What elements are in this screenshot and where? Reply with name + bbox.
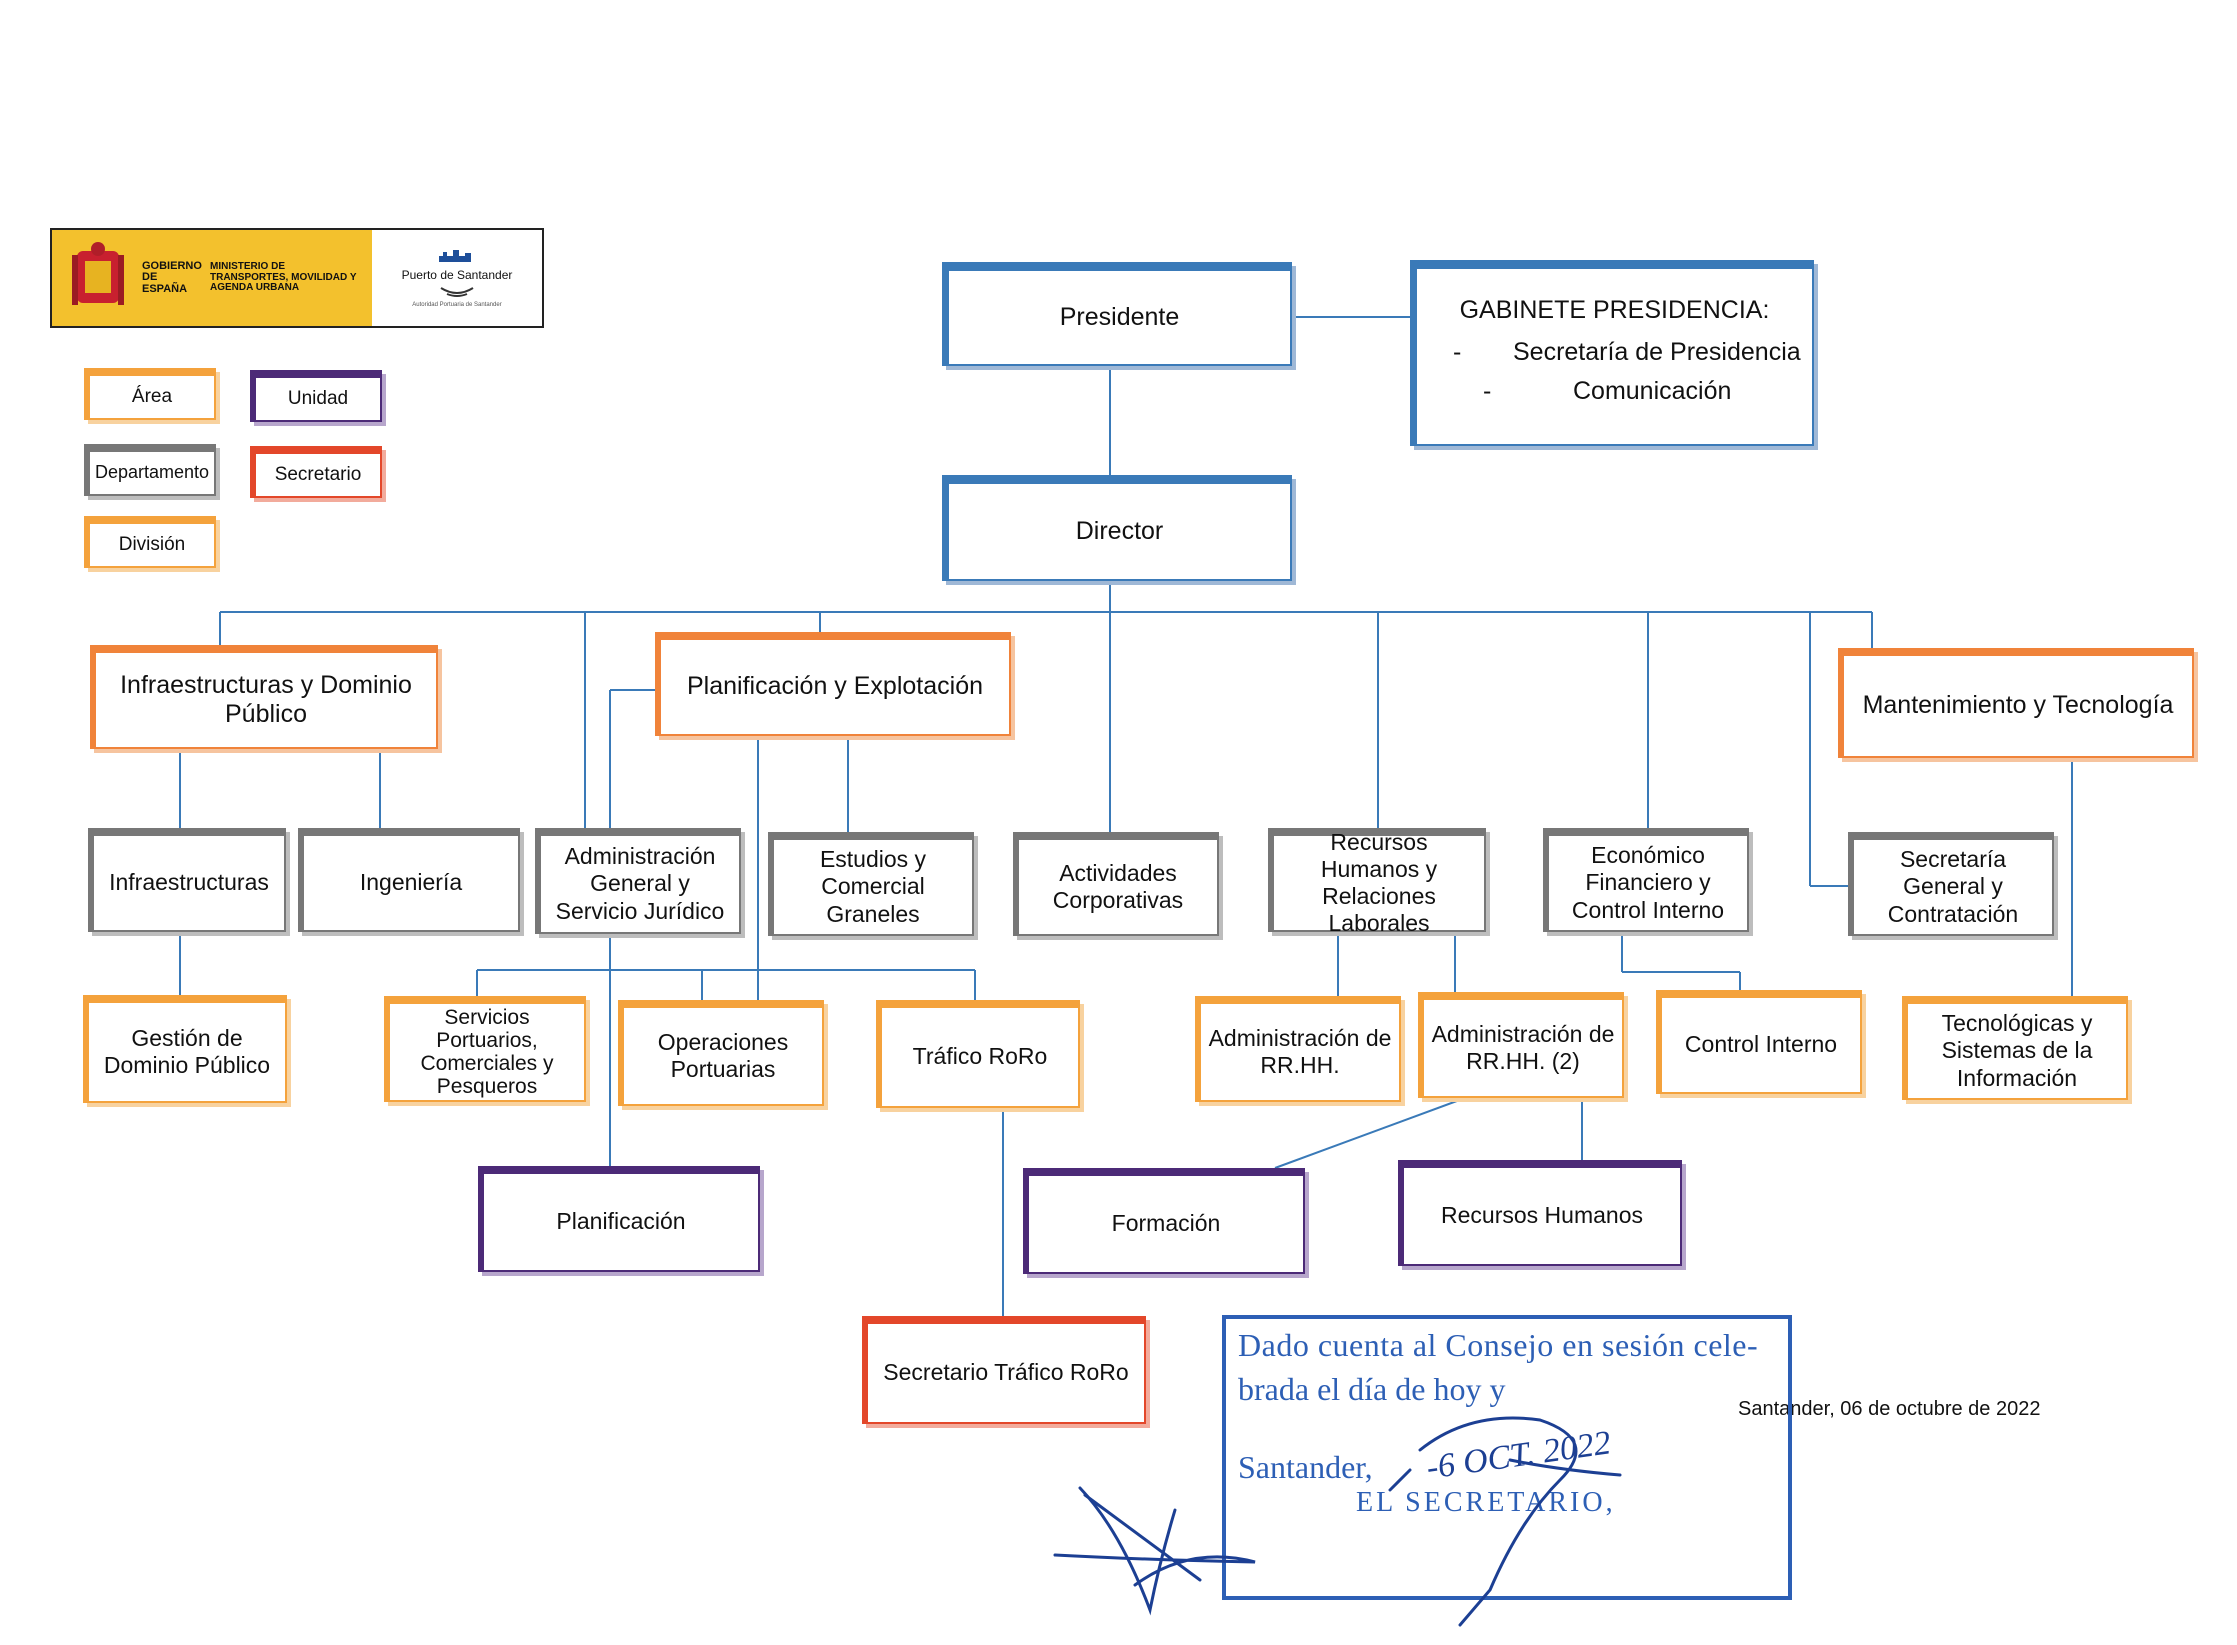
dept-administracion-general: Administración General y Servicio Jurídi… — [535, 828, 741, 934]
director-box: Director — [942, 475, 1292, 581]
area-planificacion-explotacion: Planificación y Explotación — [655, 632, 1011, 736]
legend-division: División — [84, 516, 216, 568]
wave-icon — [440, 287, 474, 297]
area-infraestructuras-dominio: Infraestructuras y Dominio Público — [90, 645, 438, 749]
gabinete-title: GABINETE PRESIDENCIA: — [1459, 296, 1770, 325]
legend-departamento: Departamento — [84, 444, 216, 496]
gabinete-item-label: Secretaría de Presidencia — [1513, 337, 1801, 366]
gabinete-item: - Comunicación — [1423, 377, 1806, 407]
port-name: Puerto de Santander — [401, 268, 513, 282]
legend-secretario: Secretario — [250, 446, 382, 498]
div-administracion-rrhh: Administración de RR.HH. — [1195, 996, 1401, 1102]
government-logo: GOBIERNO DE ESPAÑA MINISTERIO DE TRANSPO… — [52, 230, 372, 326]
gabinete-item: - Secretaría de Presidencia — [1423, 338, 1806, 368]
div-tecnologicas-sistemas: Tecnológicas y Sistemas de la Informació… — [1902, 996, 2128, 1100]
stamp-line-1: Dado cuenta al Consejo en sesión cele- — [1238, 1327, 1759, 1363]
dept-actividades-corporativas: Actividades Corporativas — [1013, 832, 1219, 936]
dept-ingenieria: Ingeniería — [298, 828, 520, 932]
stamp-line-2: brada el día de hoy y — [1238, 1371, 1506, 1407]
unit-recursos-humanos: Recursos Humanos — [1398, 1160, 1682, 1266]
div-operaciones-portuarias: Operaciones Portuarias — [618, 1000, 824, 1106]
dept-estudios-comercial: Estudios y Comercial Graneles — [768, 832, 974, 936]
unit-planificacion: Planificación — [478, 1166, 760, 1272]
port-logo: Puerto de Santander Autoridad Portuaria … — [372, 230, 542, 326]
council-stamp: Dado cuenta al Consejo en sesión cele- b… — [1222, 1315, 1792, 1600]
div-trafico-roro: Tráfico RoRo — [876, 1000, 1080, 1108]
stamp-line-3: Santander, — [1238, 1449, 1373, 1485]
port-subtitle: Autoridad Portuaria de Santander — [412, 302, 502, 308]
div-administracion-rrhh-2: Administración de RR.HH. (2) — [1418, 992, 1624, 1098]
legend-area: Área — [84, 368, 216, 420]
ministry-text: MINISTERIO DE TRANSPORTES, MOVILIDAD Y A… — [210, 261, 357, 294]
port-skyline-icon — [439, 250, 471, 262]
presidente-box: Presidente — [942, 262, 1292, 366]
div-servicios-portuarios: Servicios Portuarios, Comerciales y Pesq… — [384, 996, 586, 1102]
gabinete-presidencia-box: GABINETE PRESIDENCIA: - Secretaría de Pr… — [1410, 260, 1814, 446]
gabinete-item-label: Comunicación — [1573, 377, 1732, 406]
stamp-line-4: EL SECRETARIO, — [1356, 1487, 1616, 1518]
area-mantenimiento-tecnologia: Mantenimiento y Tecnología — [1838, 648, 2194, 758]
logo-banner: GOBIERNO DE ESPAÑA MINISTERIO DE TRANSPO… — [50, 228, 544, 328]
gabinete-bullet: - — [1453, 337, 1462, 366]
coat-of-arms-icon — [68, 239, 128, 317]
div-control-interno: Control Interno — [1656, 990, 1862, 1094]
dept-infraestructuras: Infraestructuras — [88, 828, 286, 932]
secretario-trafico-roro: Secretario Tráfico RoRo — [862, 1316, 1146, 1424]
dept-secretaria-general: Secretaría General y Contratación — [1848, 832, 2054, 936]
government-text: GOBIERNO DE ESPAÑA — [142, 259, 202, 295]
dept-economico-financiero: Económico Financiero y Control Interno — [1543, 828, 1749, 932]
document-date: Santander, 06 de octubre de 2022 — [1738, 1398, 2041, 1420]
div-gestion-dominio-publico: Gestión de Dominio Público — [83, 995, 287, 1103]
gabinete-bullet: - — [1483, 377, 1492, 406]
dept-recursos-humanos-relaciones: Recursos Humanos y Relaciones Laborales — [1268, 828, 1486, 936]
unit-formacion: Formación — [1023, 1168, 1305, 1274]
legend-unidad: Unidad — [250, 370, 382, 422]
